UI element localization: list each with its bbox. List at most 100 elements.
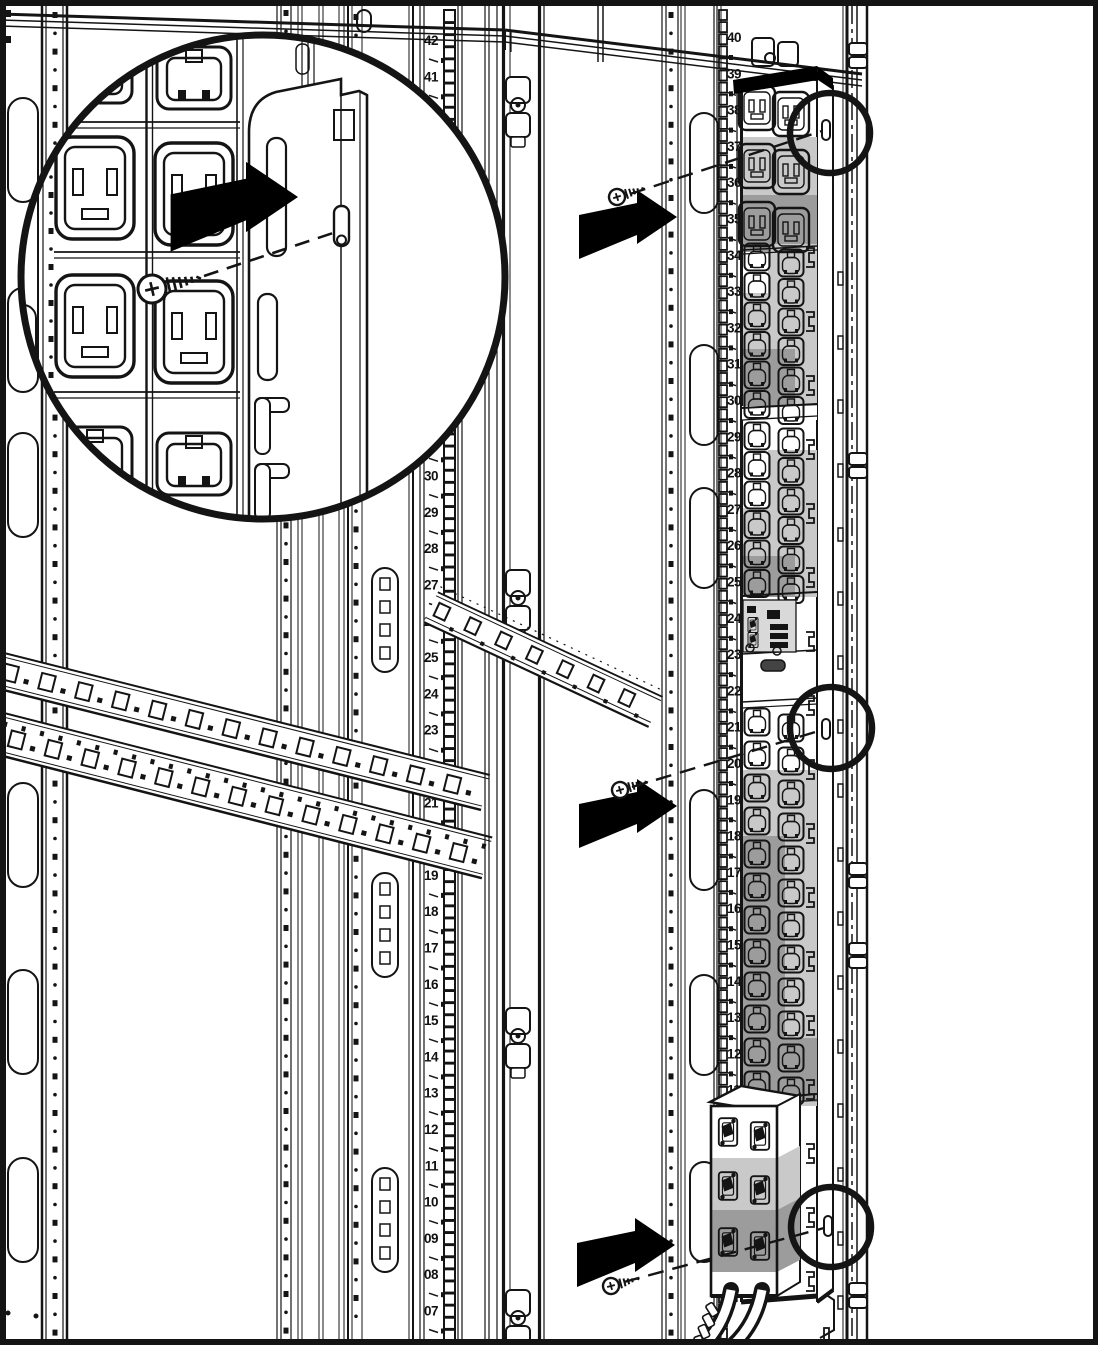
- c13-outlet: [777, 307, 805, 337]
- rack-unit-label: 34: [727, 248, 742, 263]
- clip-icon: [848, 862, 868, 889]
- rack-unit-label: 33: [727, 284, 742, 299]
- slot-oval: [371, 567, 399, 673]
- highlight-circle-icon: [786, 683, 876, 773]
- rack-unit-label: 23: [727, 647, 742, 662]
- c13-outlet: [777, 278, 805, 307]
- pdu-strip: [733, 66, 835, 1306]
- c13-outlet: [777, 457, 805, 486]
- breaker-box: [693, 1084, 804, 1345]
- hinge-icon: [505, 1007, 531, 1079]
- rack-unit-label: 20: [727, 756, 741, 771]
- c13-outlet: [743, 539, 771, 569]
- c19-outlet-magnified: [54, 273, 136, 379]
- mounting-bracket: [247, 77, 369, 516]
- rack-unit-label: 32: [727, 320, 741, 335]
- circuit-breaker: [717, 1227, 739, 1257]
- rack-unit-label: 24: [727, 611, 742, 626]
- rack-unit-label: 16: [727, 901, 742, 916]
- rack-unit-label: 13: [727, 1010, 742, 1025]
- clip-icon: [848, 942, 868, 969]
- rack-unit-label: 07: [424, 1304, 438, 1319]
- c13-outlet: [743, 839, 771, 869]
- rack-unit-label: 27: [727, 502, 741, 517]
- rack-unit-label: 29: [424, 505, 438, 520]
- c13-outlet: [743, 707, 771, 737]
- c13-outlet: [743, 971, 771, 1001]
- c13-outlet: [777, 366, 805, 396]
- hinge-icon: [505, 76, 531, 148]
- rack-unit-label: 25: [727, 575, 742, 590]
- c13-outlet: [743, 938, 771, 968]
- install-arrow-icon: [577, 1218, 675, 1287]
- c13-outlet: [777, 779, 805, 809]
- pdu-control-panel: [742, 599, 797, 672]
- c19-outlet: [737, 142, 777, 190]
- rack-unit-label: 12: [424, 1122, 438, 1137]
- rack-unit-label: 23: [424, 723, 439, 738]
- c13-outlet: [743, 360, 771, 390]
- c13-outlet: [777, 1010, 805, 1040]
- c13-outlet: [743, 451, 771, 480]
- install-arrow-icon: [579, 779, 677, 848]
- install-arrow-icon: [579, 190, 677, 259]
- rack-unit-label: 19: [727, 792, 741, 807]
- c13-outlet: [777, 486, 805, 516]
- rack-unit-label: 31: [727, 357, 742, 372]
- c13-outlet: [777, 878, 805, 908]
- slot-oval: [371, 872, 399, 978]
- rack-unit-label: 41: [424, 69, 439, 84]
- rack-unit-label: 14: [727, 974, 742, 989]
- c13-outlet: [743, 301, 771, 331]
- c13-outlet: [777, 1043, 805, 1073]
- rack-unit-label: 25: [424, 650, 439, 665]
- rack-unit-label: 17: [727, 865, 741, 880]
- rack-unit-label: 22: [727, 683, 741, 698]
- rack-unit-label: 27: [424, 578, 438, 593]
- c13-outlet: [777, 545, 805, 575]
- c13-outlet: [777, 396, 805, 425]
- c13-outlet: [777, 427, 805, 457]
- c19-outlet-magnified: [54, 135, 136, 241]
- clip-icon: [848, 1282, 868, 1309]
- rack-unit-label: 42: [424, 33, 438, 48]
- horizontal-rail-lower: [0, 711, 493, 880]
- rack-unit-label: 17: [424, 941, 438, 956]
- slot-oval: [371, 1167, 399, 1273]
- c13-outlet: [743, 421, 771, 451]
- c19-outlet: [771, 148, 811, 196]
- c13-outlet: [743, 272, 771, 301]
- c13-outlet: [743, 480, 771, 510]
- c13-outlet: [777, 944, 805, 974]
- rack-unit-label: 14: [424, 1049, 439, 1064]
- c13-outlet: [743, 510, 771, 539]
- circuit-breaker: [749, 1121, 771, 1151]
- c13-outlet: [743, 773, 771, 803]
- rack-unit-label: 18: [424, 904, 439, 919]
- right-panel: [680, 6, 722, 1339]
- rack-unit-label: 28: [727, 466, 742, 481]
- c19-outlet: [771, 206, 811, 254]
- c13-outlet: [743, 390, 771, 419]
- flange-hooks: [806, 247, 815, 1292]
- rack-unit-label: 40: [727, 30, 741, 45]
- right-rack-post: [842, 6, 869, 1339]
- c13-outlet: [743, 872, 771, 902]
- rack-unit-label: 24: [424, 686, 439, 701]
- screw-icon: [607, 187, 646, 207]
- right-rail-a: [661, 6, 679, 1339]
- rack-unit-label: 28: [424, 541, 439, 556]
- rack-unit-label: 10: [424, 1195, 438, 1210]
- c13-outlet: [743, 1004, 771, 1034]
- install-arrows: [577, 190, 677, 1287]
- clip-icon: [848, 42, 868, 69]
- c13-outlet: [777, 977, 805, 1007]
- c13-outlet: [777, 812, 805, 842]
- c13-outlet: [777, 845, 805, 875]
- detail-magnifier-callout: [17, 31, 509, 523]
- c13-outlet-magnified: [155, 431, 233, 497]
- rack-unit-label: 11: [425, 1158, 439, 1173]
- c13-outlet: [743, 331, 771, 360]
